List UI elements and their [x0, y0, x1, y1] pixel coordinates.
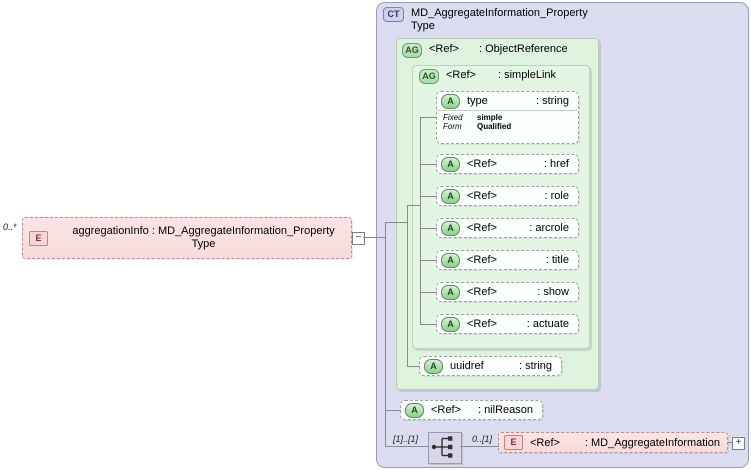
sequence-cardinality-right: 0..[1] [472, 434, 493, 444]
facet-key: Form [443, 122, 462, 131]
complex-type-header: CT MD_AggregateInformation_Property Type [383, 7, 588, 33]
root-element-name: aggregationInfo [72, 225, 149, 237]
root-element-labels: aggregationInfo : MD_AggregateInformatio… [56, 225, 351, 251]
connector-trunk [385, 222, 386, 446]
complex-type-name-line2: Type [411, 20, 435, 32]
root-element-type-line2: Type [191, 238, 216, 250]
simple-link-ref: <Ref> [446, 69, 476, 81]
attribute-badge: A [441, 316, 460, 332]
attribute-actuate[interactable]: A <Ref> : actuate [436, 314, 579, 334]
connector-sequence-to-element [460, 446, 499, 447]
attribute-name: type [467, 95, 488, 107]
attribute-badge: A [441, 188, 460, 204]
attribute-type-label: : role [544, 190, 569, 202]
attribute-badge: A [441, 220, 460, 236]
attribute-name: <Ref> [467, 158, 497, 170]
sequence-compositor-icon [431, 436, 453, 458]
attribute-name: <Ref> [467, 190, 497, 202]
object-reference-group-header: AG <Ref> : ObjectReference [402, 43, 568, 58]
root-element-collapse-toggle[interactable]: − [352, 232, 365, 245]
connector-to-attribute-show [420, 292, 437, 293]
connector-root-to-type [363, 237, 385, 238]
facet-value: simple [477, 113, 503, 122]
attribute-uuidref[interactable]: A uuidref : string [419, 356, 562, 376]
facet-row: Form Qualified [443, 122, 578, 131]
attribute-type-label: : nilReason [477, 404, 533, 416]
root-element-aggregationinfo[interactable]: E aggregationInfo : MD_AggregateInformat… [22, 217, 352, 259]
facet-key: Fixed [443, 113, 463, 122]
simple-link-group-header: AG <Ref> : simpleLink [419, 69, 556, 84]
connector-to-attribute-href [420, 164, 437, 165]
complex-type-badge: CT [383, 7, 404, 22]
attribute-type-label: : string [518, 360, 552, 372]
attribute-name: <Ref> [467, 286, 497, 298]
attribute-role[interactable]: A <Ref> : role [436, 186, 579, 206]
attribute-badge: A [405, 402, 424, 418]
attribute-name: <Ref> [467, 254, 497, 266]
connector-element-to-toggle [728, 442, 733, 443]
attribute-badge: A [424, 358, 443, 374]
attribute-name: uuidref [450, 360, 484, 372]
attribute-type-label: : string [535, 95, 569, 107]
connector-trunk-to-nilreason [385, 410, 401, 411]
root-element-cardinality: 0..* [3, 222, 17, 232]
connector-to-attribute-role [420, 196, 437, 197]
element-md-aggregateinformation[interactable]: E <Ref> : MD_AggregateInformation [498, 432, 728, 453]
attribute-title[interactable]: A <Ref> : title [436, 250, 579, 270]
attribute-name: <Ref> [467, 222, 497, 234]
element-expand-toggle[interactable]: + [732, 437, 745, 450]
attribute-show[interactable]: A <Ref> : show [436, 282, 579, 302]
attribute-nilreason[interactable]: A <Ref> : nilReason [400, 400, 543, 420]
attribute-type[interactable]: A type : string Fixed simple Form Qualif… [436, 91, 579, 144]
root-element-name-and-type: aggregationInfo : MD_AggregateInformatio… [72, 225, 334, 238]
attribute-group-badge: AG [402, 43, 422, 58]
attribute-type-label: : actuate [526, 318, 569, 330]
connector-trunk-to-sequence [385, 446, 429, 447]
element-type: : MD_AggregateInformation [584, 436, 720, 449]
sequence-compositor[interactable] [428, 432, 462, 464]
connector-to-attribute-arcrole [420, 228, 437, 229]
attribute-facets: Fixed simple Form Qualified [437, 111, 578, 133]
attribute-badge: A [441, 252, 460, 268]
connector-objectref-trunk [407, 205, 408, 366]
facet-value: Qualified [477, 122, 512, 131]
connector-objectref-to-simplelink [407, 205, 420, 206]
object-reference-ref: <Ref> [429, 43, 459, 55]
attribute-name: <Ref> [467, 318, 497, 330]
element-ref: <Ref> [530, 436, 560, 449]
attribute-badge: A [441, 156, 460, 172]
attribute-type-label: : show [537, 286, 569, 298]
attribute-name: <Ref> [431, 404, 461, 416]
connector-to-attribute-title [420, 260, 437, 261]
attribute-badge: A [441, 284, 460, 300]
facet-row: Fixed simple [443, 113, 578, 122]
attribute-type-header: A type : string [437, 92, 578, 111]
connector-trunk-to-objectref [385, 222, 407, 223]
simple-link-type: : simpleLink [497, 69, 557, 81]
attribute-type-label: : title [545, 254, 569, 266]
root-element-type: : MD_AggregateInformation_Property [151, 225, 335, 237]
element-badge: E [504, 435, 523, 450]
object-reference-type: : ObjectReference [478, 43, 568, 55]
attribute-href[interactable]: A <Ref> : href [436, 154, 579, 174]
complex-type-name: MD_AggregateInformation_Property Type [411, 7, 588, 33]
connector-simplelink-trunk [420, 117, 421, 324]
attribute-type-label: : href [543, 158, 569, 170]
attribute-type-label: : arcrole [529, 222, 569, 234]
connector-to-attribute-type [420, 117, 437, 118]
sequence-cardinality-left: [1]..[1] [393, 434, 419, 444]
attribute-badge: A [441, 93, 460, 109]
connector-objectref-to-uuidref [407, 366, 420, 367]
attribute-arcrole[interactable]: A <Ref> : arcrole [436, 218, 579, 238]
element-badge: E [29, 230, 48, 246]
complex-type-name-line1: MD_AggregateInformation_Property [411, 7, 588, 19]
connector-to-attribute-actuate [420, 324, 437, 325]
attribute-group-badge: AG [419, 69, 439, 84]
